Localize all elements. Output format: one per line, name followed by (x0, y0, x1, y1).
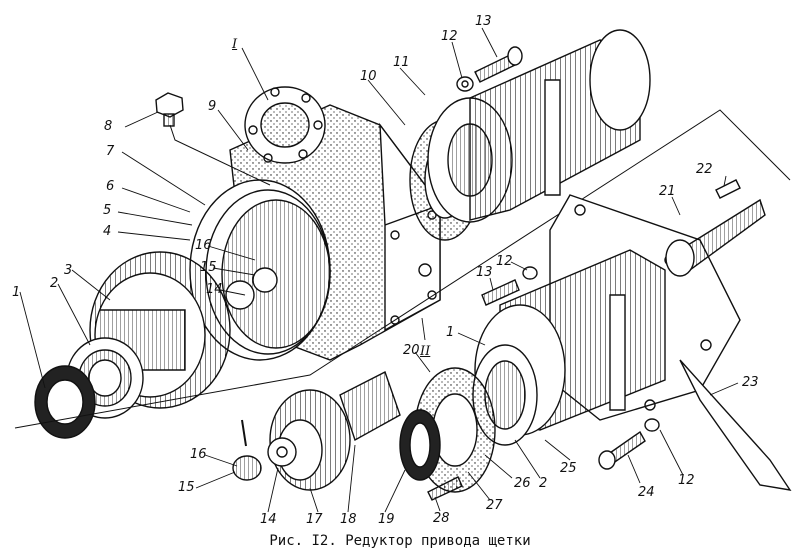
callout-7: 7 (106, 144, 115, 159)
callout-11: 11 (393, 55, 410, 70)
callout-4: 4 (103, 224, 112, 239)
bolt-13-lower (481, 279, 520, 306)
callout-12-right: 12 (678, 473, 695, 488)
callout-23: 23 (742, 375, 759, 390)
leader-lines (19, 27, 739, 513)
callout-5: 5 (103, 203, 112, 218)
callout-17: 17 (306, 512, 323, 527)
washer-12-upper (456, 76, 474, 92)
callout-14-upper: 14 (206, 282, 223, 297)
callout-22: 22 (696, 162, 713, 177)
callout-13: 13 (475, 14, 492, 29)
washer-14 (267, 437, 297, 467)
castle-nut-15 (232, 455, 262, 481)
seal-ring-1 (34, 365, 96, 439)
callout-28: 28 (433, 511, 450, 526)
washer-12-right (644, 418, 660, 432)
callout-20: 20 (403, 343, 420, 358)
seal-19 (399, 409, 441, 481)
callout-1: 1 (12, 285, 21, 300)
callout-1-lower: 1 (446, 325, 455, 340)
callout-8: 8 (104, 119, 113, 134)
callout-15: 15 (178, 480, 195, 495)
callout-6: 6 (106, 179, 115, 194)
callout-2: 2 (50, 276, 59, 291)
breather-plug (155, 92, 184, 127)
callout-16: 16 (190, 447, 207, 462)
callout-18: 18 (340, 512, 357, 527)
cotter-pin-16 (241, 419, 247, 447)
callout-25: 25 (560, 461, 577, 476)
callout-19: 19 (378, 512, 395, 527)
callout-3: 3 (64, 263, 73, 278)
callout-26: 26 (514, 476, 531, 491)
callout-10: 10 (360, 69, 377, 84)
callout-15-upper: 15 (200, 260, 217, 275)
callout-roman-two: II (420, 344, 431, 359)
callout-14: 14 (260, 512, 277, 527)
figure-caption: Рис. I2. Редуктор привода щетки (269, 533, 531, 549)
callout-roman-one: I (232, 37, 238, 52)
pinion-shaft-18 (339, 371, 401, 442)
callout-12: 12 (441, 29, 458, 44)
bevel-gear-17 (269, 389, 351, 491)
upper-drum (469, 29, 651, 221)
callout-13-lower: 13 (476, 265, 493, 280)
callout-27: 27 (486, 498, 503, 513)
callout-9: 9 (208, 99, 217, 114)
callout-16-upper: 16 (195, 238, 212, 253)
flange-one (244, 86, 326, 164)
callout-2-lower: 2 (539, 476, 548, 491)
key-22 (715, 179, 741, 199)
callout-12-lower: 12 (496, 254, 513, 269)
callout-21: 21 (659, 184, 676, 199)
output-shaft-21 (665, 198, 766, 277)
bolt-24 (598, 430, 646, 470)
bolt-28 (427, 476, 463, 501)
bolt-13-upper (474, 46, 523, 83)
callout-24: 24 (638, 485, 655, 500)
